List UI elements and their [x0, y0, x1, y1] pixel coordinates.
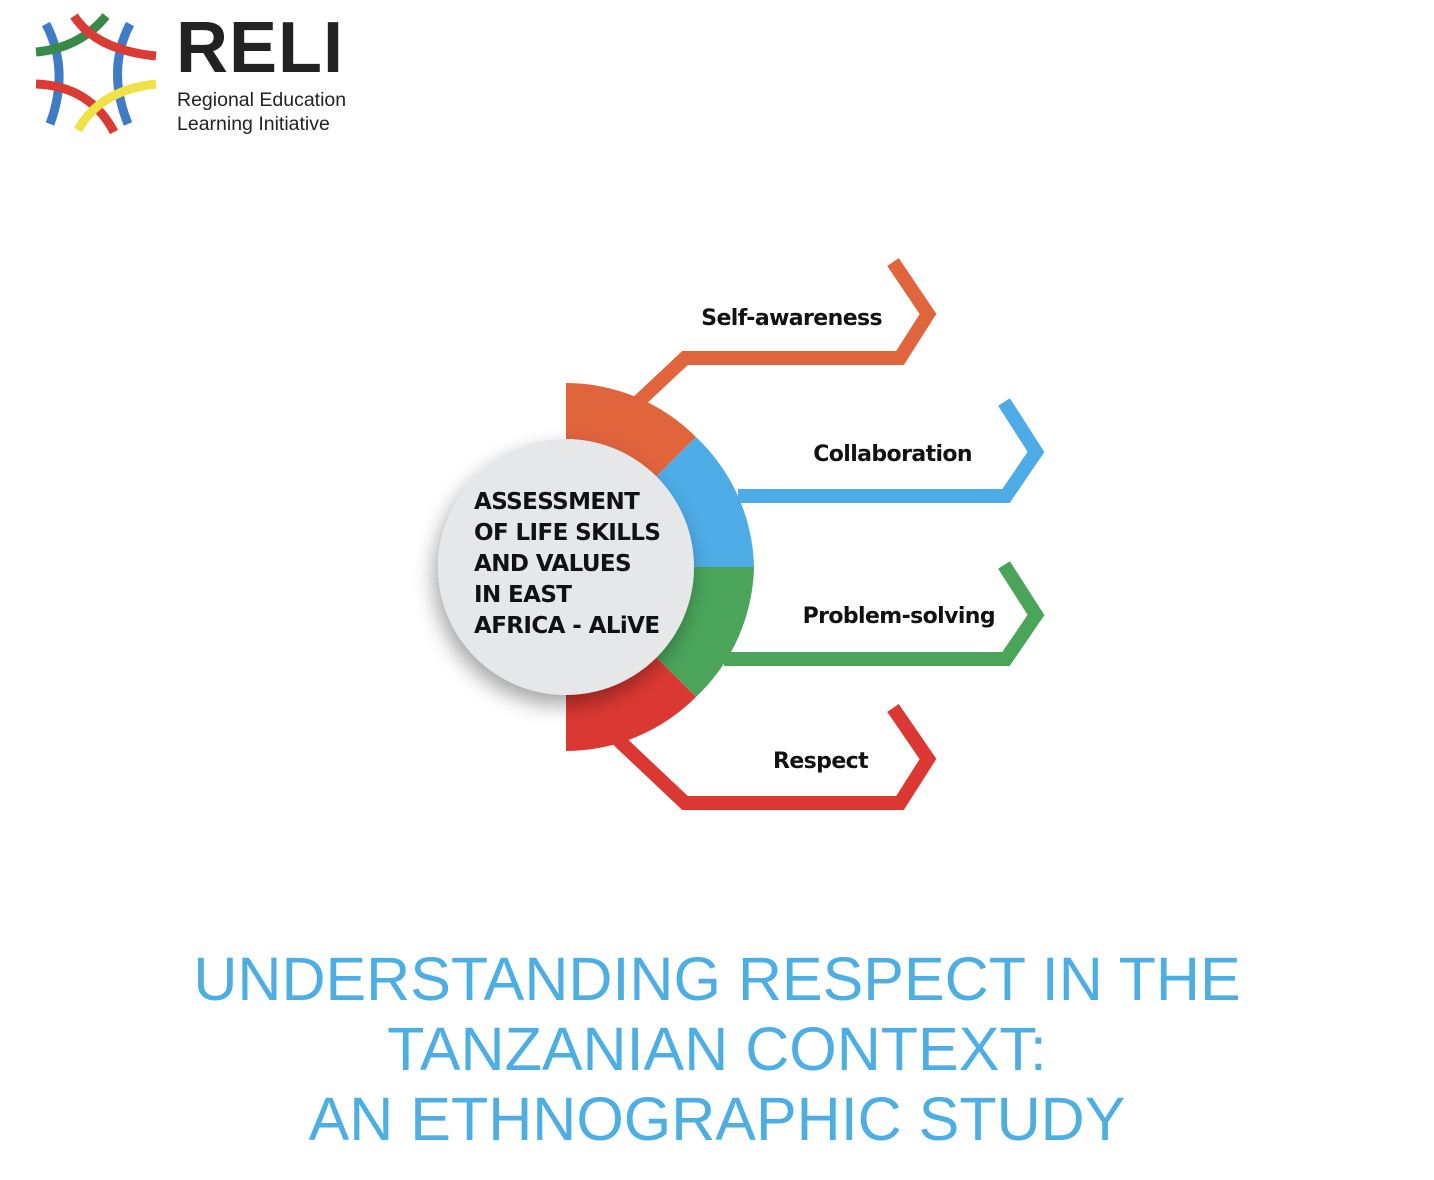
title-line: TANZANIAN CONTEXT: — [387, 1015, 1047, 1083]
logo-subtitle-line: Learning Initiative — [177, 113, 330, 135]
branch-arrow-self-awareness — [631, 258, 937, 410]
center-circle — [438, 439, 694, 695]
title-line: UNDERSTANDING RESPECT IN THE — [193, 945, 1241, 1013]
logo-subtitle: Regional Education Learning Initiative — [177, 88, 346, 136]
center-text-line: IN EAST — [474, 582, 572, 608]
center-text-line: AFRICA - ALiVE — [474, 613, 659, 639]
logo-wordmark: RELI — [176, 8, 345, 88]
alive-diagram: ASSESSMENT OF LIFE SKILLS AND VALUES IN … — [438, 258, 1045, 810]
branch-label-problem-solving: Problem-solving — [803, 604, 995, 629]
document-title: UNDERSTANDING RESPECT IN THE TANZANIAN C… — [0, 944, 1434, 1154]
branch-arrow-respect — [607, 704, 937, 810]
center-text-line: ASSESSMENT — [474, 489, 640, 515]
branch-label-respect: Respect — [773, 749, 869, 774]
reli-logo-icon — [35, 13, 157, 135]
logo-subtitle-line: Regional Education — [177, 89, 347, 111]
center-text-line: AND VALUES — [474, 551, 631, 577]
branch-arrow-problem-solving — [724, 561, 1045, 666]
title-line: AN ETHNOGRAPHIC STUDY — [308, 1085, 1126, 1153]
branch-label-collaboration: Collaboration — [813, 442, 972, 467]
branch-arrow-collaboration — [738, 398, 1045, 503]
branch-label-self-awareness: Self-awareness — [701, 306, 882, 331]
center-text-line: OF LIFE SKILLS — [474, 520, 660, 546]
